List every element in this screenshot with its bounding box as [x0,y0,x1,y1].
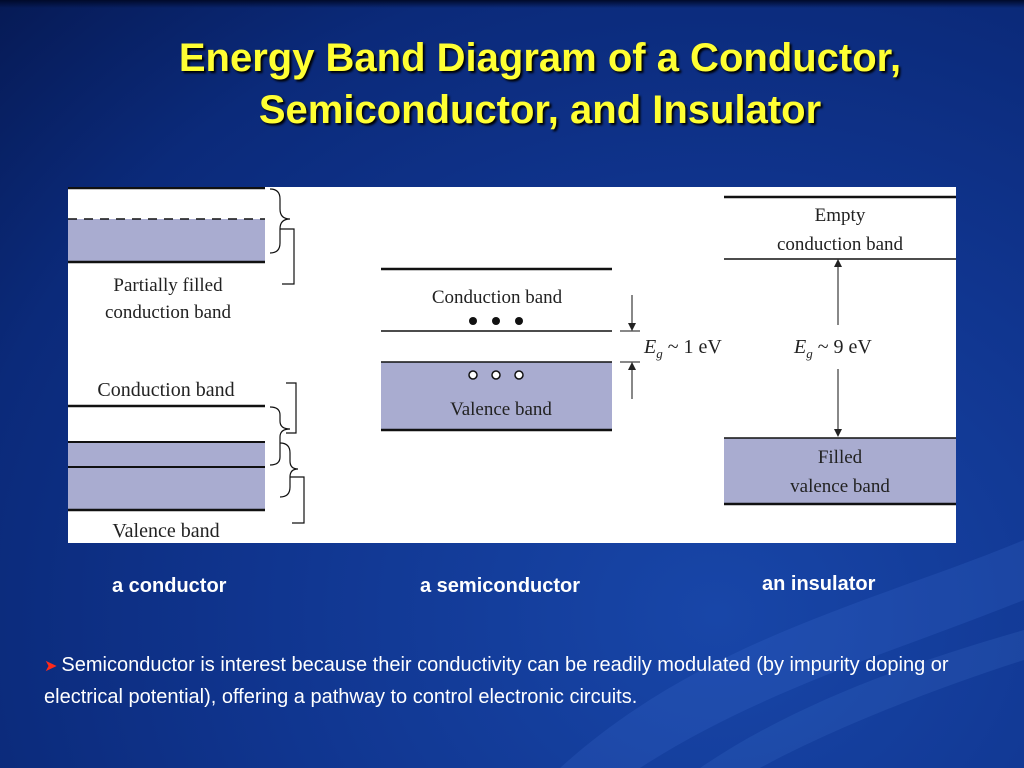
ins-empty-label-1: Empty [815,205,866,226]
band-diagram-figure: Partially filled conduction band Conduct… [68,187,956,543]
conductor-partial-band [68,219,265,262]
band-diagram-svg: Partially filled conduction band Conduct… [68,187,956,542]
ins-gap-label: Eg ~ 9 eV [793,336,872,361]
caption-conductor: a conductor [112,575,227,597]
semi-gap-label: Eg ~ 1 eV [643,336,722,361]
conductor-valence-label: Valence band [112,520,219,542]
electron-dot [515,317,523,325]
conductor-partial-label-2: conduction band [105,302,232,323]
conductor-overlap-band-1 [68,442,265,466]
electron-dot [469,317,477,325]
slide-title-line2: Semiconductor, and Insulator [258,88,822,132]
hole-circle [491,370,501,380]
conductor-brace-3 [279,442,299,498]
conductor-panel: Partially filled conduction band Conduct… [68,187,305,542]
conductor-brace-1 [269,188,291,254]
electron-dot [492,317,500,325]
hole-circle [468,370,478,380]
bullet-paragraph: ➤Semiconductor is interest because their… [44,650,984,713]
slide-title-line1: Energy Band Diagram of a Conductor, [178,36,902,80]
conductor-partial-label-1: Partially filled [113,275,223,296]
arrow-bullet-icon: ➤ [44,658,58,675]
conductor-conduction-label: Conduction band [97,379,234,401]
conductor-bracket-1 [280,228,295,285]
conductor-bracket-3 [290,476,305,524]
bullet-text: Semiconductor is interest because their … [44,654,949,708]
hole-circle [514,370,524,380]
ins-valence-band [724,438,956,504]
conductor-brace-2 [269,406,291,466]
conductor-bracket-2 [286,382,297,434]
conductor-overlap-band-2 [68,468,265,510]
ins-filled-label-1: Filled [818,447,863,468]
insulator-panel: Empty conduction band Eg ~ 9 eV Filled v… [724,195,956,506]
caption-semiconductor: a semiconductor [420,575,581,597]
semiconductor-panel: Conduction band Valence band Eg ~ 1 eV [381,267,722,432]
semi-conduction-label: Conduction band [432,287,563,308]
top-shadow-band [0,0,1024,8]
ins-filled-label-2: valence band [790,476,890,497]
caption-insulator: an insulator [762,573,876,595]
semi-valence-label: Valence band [450,399,552,420]
ins-empty-label-2: conduction band [777,234,904,255]
